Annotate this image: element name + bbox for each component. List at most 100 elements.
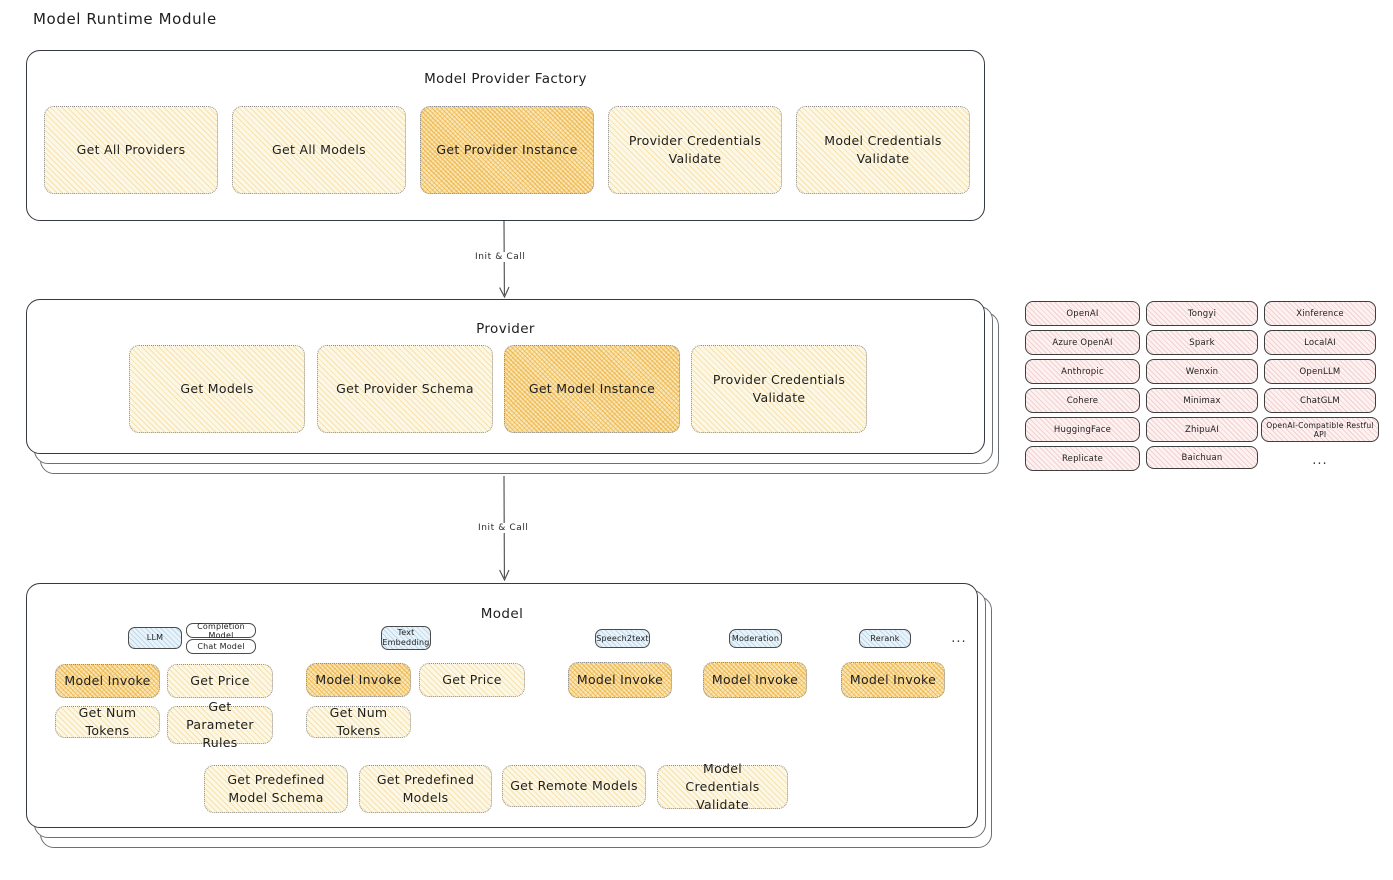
- model-types-more-ellipsis: ...: [951, 630, 967, 646]
- provider-pill-cohere[interactable]: Cohere: [1025, 388, 1140, 413]
- provider-pill-openai[interactable]: OpenAI: [1025, 301, 1140, 326]
- method-label: Model Invoke: [576, 671, 664, 687]
- provider-pill-spark[interactable]: Spark: [1146, 330, 1258, 355]
- method-label: Model Invoke: [711, 671, 799, 687]
- provider-box-provider-credentials-validate[interactable]: Provider Credentials Validate: [691, 345, 867, 433]
- provider-title: Provider: [476, 321, 535, 337]
- factory-box-get-provider-instance[interactable]: Get Provider Instance: [420, 106, 594, 194]
- factory-box-get-all-models[interactable]: Get All Models: [232, 106, 406, 194]
- provider-list-more-ellipsis: ...: [1312, 452, 1328, 468]
- provider-pill-openai-compatible-restful-api[interactable]: OpenAI-Compatible Restful API: [1261, 417, 1379, 442]
- method-label: Model Invoke: [849, 671, 937, 687]
- text-embedding-method-get-num-tokens[interactable]: Get Num Tokens: [306, 704, 411, 738]
- model-subtype-label: Chat Model: [197, 642, 245, 651]
- provider-box-label: Get Provider Schema: [336, 380, 474, 396]
- llm-method-get-price[interactable]: Get Price: [167, 664, 273, 698]
- method-label: Get Parameter Rules: [186, 698, 254, 751]
- provider-pill-label: LocalAI: [1304, 337, 1336, 348]
- provider-pill-xinference[interactable]: Xinference: [1264, 301, 1376, 326]
- model-type-label: Moderation: [731, 633, 780, 643]
- provider-pill-label: OpenAI-Compatible Restful API: [1266, 420, 1374, 439]
- provider-pill-tongyi[interactable]: Tongyi: [1146, 301, 1258, 326]
- arrow-label-init-call-2: Init & Call: [474, 523, 533, 533]
- factory-box-model-credentials-validate[interactable]: Model Credentials Validate: [796, 106, 970, 194]
- page-title: Model Runtime Module: [33, 10, 217, 28]
- provider-pill-openllm[interactable]: OpenLLM: [1264, 359, 1376, 384]
- provider-pill-label: Xinference: [1296, 308, 1344, 319]
- provider-pill-huggingface[interactable]: HuggingFace: [1025, 417, 1140, 442]
- model-subtype-label: Completion Model: [197, 621, 245, 640]
- provider-box-get-model-instance[interactable]: Get Model Instance: [504, 345, 680, 433]
- model-subtype-pill-completion-model[interactable]: Completion Model: [186, 621, 256, 640]
- provider-pill-label: Minimax: [1183, 395, 1221, 406]
- llm-method-model-invoke[interactable]: Model Invoke: [55, 664, 160, 698]
- provider-pill-label: Replicate: [1061, 453, 1104, 464]
- provider-box-get-provider-schema[interactable]: Get Provider Schema: [317, 345, 493, 433]
- llm-method-get-num-tokens[interactable]: Get Num Tokens: [55, 704, 160, 738]
- method-label: Get Predefined Model Schema: [227, 771, 325, 805]
- factory-box-provider-credentials-validate[interactable]: Provider Credentials Validate: [608, 106, 782, 194]
- llm-method-get-parameter-rules[interactable]: Get Parameter Rules: [167, 699, 273, 750]
- provider-pill-localai[interactable]: LocalAI: [1264, 330, 1376, 355]
- provider-box-label: Provider Credentials Validate: [712, 371, 846, 405]
- model-type-label: Speech2text: [596, 633, 649, 643]
- provider-pill-label: Anthropic: [1061, 366, 1104, 377]
- provider-pill-label: Cohere: [1066, 395, 1099, 406]
- provider-pill-baichuan[interactable]: Baichuan: [1146, 446, 1258, 469]
- provider-pill-chatglm[interactable]: ChatGLM: [1264, 388, 1376, 413]
- factory-title: Model Provider Factory: [424, 71, 587, 87]
- arrow-label-init-call-1: Init & Call: [471, 252, 530, 262]
- provider-pill-label: OpenAI: [1066, 308, 1099, 319]
- method-label: Model Invoke: [315, 671, 402, 687]
- model-type-label: Rerank: [870, 633, 900, 643]
- text-embedding-method-model-invoke[interactable]: Model Invoke: [306, 663, 411, 697]
- model-type-pill-text-embedding[interactable]: Text Embedding: [381, 626, 431, 650]
- model-type-pill-speech2text[interactable]: Speech2text: [595, 629, 650, 648]
- model-title: Model: [480, 606, 524, 622]
- method-label: Get Num Tokens: [78, 704, 137, 738]
- provider-pill-anthropic[interactable]: Anthropic: [1025, 359, 1140, 384]
- provider-pill-replicate[interactable]: Replicate: [1025, 446, 1140, 471]
- model-type-label: LLM: [146, 633, 164, 642]
- provider-pill-label: ZhipuAI: [1184, 424, 1220, 435]
- provider-pill-label: Baichuan: [1181, 452, 1223, 463]
- factory-box-label: Model Credentials Validate: [824, 132, 942, 166]
- provider-pill-label: Azure OpenAI: [1052, 337, 1113, 348]
- model-type-label: Text Embedding: [382, 628, 430, 647]
- method-label: Get Num Tokens: [329, 704, 388, 738]
- provider-pill-label: Wenxin: [1185, 366, 1219, 377]
- method-label: Get Predefined Models: [376, 771, 475, 805]
- provider-pill-label: Tongyi: [1187, 308, 1217, 319]
- model-common-get-remote-models[interactable]: Get Remote Models: [502, 765, 646, 807]
- model-common-get-predefined-model-schema[interactable]: Get Predefined Model Schema: [204, 765, 348, 813]
- factory-box-label: Get All Providers: [76, 141, 186, 157]
- provider-pill-azure-openai[interactable]: Azure OpenAI: [1025, 330, 1140, 355]
- model-type-pill-rerank[interactable]: Rerank: [859, 629, 911, 648]
- factory-box-label: Get Provider Instance: [436, 141, 578, 157]
- factory-box-label: Get All Models: [272, 141, 366, 157]
- speech2text-method-model-invoke[interactable]: Model Invoke: [568, 662, 672, 698]
- factory-box-get-all-providers[interactable]: Get All Providers: [44, 106, 218, 194]
- provider-pill-label: ChatGLM: [1300, 395, 1340, 406]
- method-label: Get Price: [442, 671, 502, 687]
- model-type-pill-moderation[interactable]: Moderation: [729, 629, 782, 648]
- provider-pill-label: OpenLLM: [1299, 366, 1341, 377]
- rerank-method-model-invoke[interactable]: Model Invoke: [841, 662, 945, 698]
- method-label: Get Remote Models: [510, 777, 638, 793]
- provider-pill-minimax[interactable]: Minimax: [1146, 388, 1258, 413]
- model-subtype-pill-chat-model[interactable]: Chat Model: [186, 639, 256, 654]
- method-label: Model Invoke: [64, 672, 151, 688]
- provider-pill-zhipuai[interactable]: ZhipuAI: [1146, 417, 1258, 442]
- provider-box-label: Get Models: [180, 380, 254, 396]
- model-type-pill-llm[interactable]: LLM: [128, 627, 182, 649]
- provider-box-label: Get Model Instance: [528, 380, 656, 396]
- model-common-get-predefined-models[interactable]: Get Predefined Models: [359, 765, 492, 813]
- moderation-method-model-invoke[interactable]: Model Invoke: [703, 662, 807, 698]
- provider-pill-wenxin[interactable]: Wenxin: [1146, 359, 1258, 384]
- provider-box-get-models[interactable]: Get Models: [129, 345, 305, 433]
- text-embedding-method-get-price[interactable]: Get Price: [419, 663, 525, 697]
- model-common-model-credentials-validate[interactable]: Model Credentials Validate: [657, 761, 788, 812]
- provider-pill-label: HuggingFace: [1053, 424, 1112, 435]
- provider-pill-label: Spark: [1189, 337, 1215, 348]
